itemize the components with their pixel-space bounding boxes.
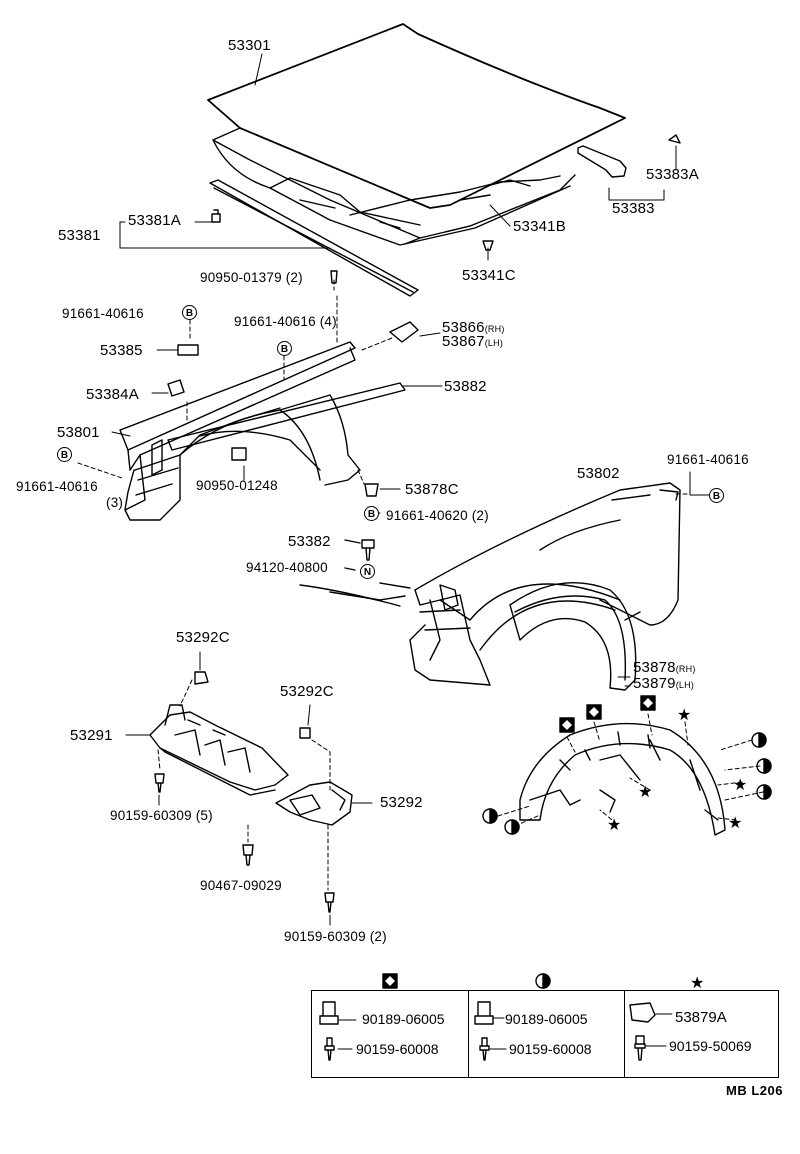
label-53882: 53882: [444, 378, 487, 395]
bracket-drawing: [389, 321, 419, 343]
legend-header-symbols: ★: [382, 973, 704, 992]
label-90159-60309-5: 90159-60309 (5): [110, 808, 213, 823]
label-91661-40616-fender: 91661-40616: [16, 479, 98, 494]
legend-part: 53879A: [675, 1009, 727, 1026]
svg-text:★: ★: [638, 782, 652, 801]
clip-53878c: [364, 483, 379, 497]
label-53878: 53878(RH): [633, 659, 696, 676]
b-marker: B: [709, 488, 724, 503]
legend-part: 90159-50069: [669, 1038, 752, 1054]
leader-lines-right: [617, 471, 713, 687]
hood-drawing: [207, 23, 626, 246]
label-53341c: 53341C: [462, 267, 516, 284]
svg-text:★: ★: [677, 705, 691, 724]
svg-text:★: ★: [733, 775, 747, 794]
square-diamond-marker: [640, 695, 656, 711]
half-circle-marker: [482, 808, 498, 824]
label-94120-40800: 94120-40800: [246, 560, 328, 575]
label-53878c: 53878C: [405, 481, 459, 498]
half-circle-marker: [756, 758, 772, 774]
label-90159-60309-2: 90159-60309 (2): [284, 929, 387, 944]
half-circle-icon: [535, 973, 551, 989]
label-90950-01248: 90950-01248: [196, 478, 278, 493]
half-circle-marker: [756, 784, 772, 800]
label-53801: 53801: [57, 424, 100, 441]
label-91661-40616-left: 91661-40616: [62, 306, 144, 321]
label-53867: 53867(LH): [442, 333, 504, 350]
legend-part: 90159-60008: [509, 1041, 592, 1057]
under-cover-53292-drawing: [275, 781, 353, 826]
legend-part: 90189-06005: [362, 1011, 445, 1027]
fender-lh-drawing: [119, 341, 361, 521]
label-91661-40616-4: 91661-40616 (4): [234, 314, 337, 329]
legend-part: 90189-06005: [505, 1011, 588, 1027]
label-53866: 53866(RH): [442, 319, 505, 336]
label-53292: 53292: [380, 794, 423, 811]
fender-liner-drawing: [509, 582, 637, 691]
legend-part: 90159-60008: [356, 1041, 439, 1057]
label-53301: 53301: [228, 37, 271, 54]
star-icon: ★: [690, 973, 704, 992]
square-diamond-marker: [559, 717, 575, 733]
fender-rh-drawing: [409, 482, 681, 686]
label-53291: 53291: [70, 727, 113, 744]
label-53292c-right: 53292C: [280, 683, 334, 700]
label-53341b: 53341B: [513, 218, 566, 235]
label-53383a: 53383A: [646, 166, 699, 183]
hood-seal-drawing: [209, 179, 419, 297]
svg-text:★: ★: [728, 813, 742, 832]
legend-column-square: 90189-06005 90159-60008: [312, 991, 468, 1077]
fasteners-upper: [211, 209, 494, 284]
svg-text:★: ★: [607, 815, 621, 834]
half-circle-marker: [751, 732, 767, 748]
hood-hinge-drawing: [577, 134, 681, 178]
b-marker: B: [277, 341, 292, 356]
leader-lines-left: [77, 295, 443, 514]
apron-strip-drawing: [167, 382, 406, 451]
label-90950-01379: 90950-01379 (2): [200, 270, 303, 285]
legend-column-star: 53879A 90159-50069: [624, 991, 778, 1077]
label-53382: 53382: [288, 533, 331, 550]
under-cover-53291-drawing: [149, 704, 289, 796]
diagram-code: MB L206: [726, 1083, 783, 1098]
label-53381a: 53381A: [128, 212, 181, 229]
label-90467-09029: 90467-09029: [200, 878, 282, 893]
b-marker: B: [57, 447, 72, 462]
label-53381: 53381: [58, 227, 101, 244]
liner-detail-drawing: [519, 722, 726, 836]
b-marker: B: [182, 305, 197, 320]
under-fasteners: [154, 671, 335, 913]
star-markers: ★ ★ ★ ★ ★: [607, 705, 747, 834]
apron-pieces-drawing: [167, 344, 199, 397]
liner-leaders: [497, 713, 764, 827]
b-marker: B: [364, 506, 379, 521]
half-circle-marker: [504, 819, 520, 835]
legend-icons: [319, 1001, 656, 1061]
label-53383: 53383: [612, 200, 655, 217]
label-53385: 53385: [100, 342, 143, 359]
label-53802: 53802: [577, 465, 620, 482]
n-marker: N: [360, 564, 375, 579]
fastener-legend-table: 90189-06005 90159-60008 90189-06005 9015…: [311, 990, 779, 1078]
legend-column-half-circle: 90189-06005 90159-60008: [468, 991, 624, 1077]
label-53879: 53879(LH): [633, 675, 695, 692]
label-53384a: 53384A: [86, 386, 139, 403]
label-91661-40620: 91661-40620 (2): [386, 508, 489, 523]
screw-53382: [299, 539, 411, 607]
under-leaders: [125, 651, 373, 926]
label-qty-3: (3): [106, 495, 124, 510]
label-53292c-left: 53292C: [176, 629, 230, 646]
square-diamond-icon: [382, 973, 398, 989]
leader-lines-upper: [119, 53, 677, 291]
legend-leaders: [337, 1013, 673, 1050]
label-91661-40616-rh: 91661-40616: [667, 452, 749, 467]
square-diamond-marker: [586, 704, 602, 720]
liner-markers: [482, 695, 772, 835]
